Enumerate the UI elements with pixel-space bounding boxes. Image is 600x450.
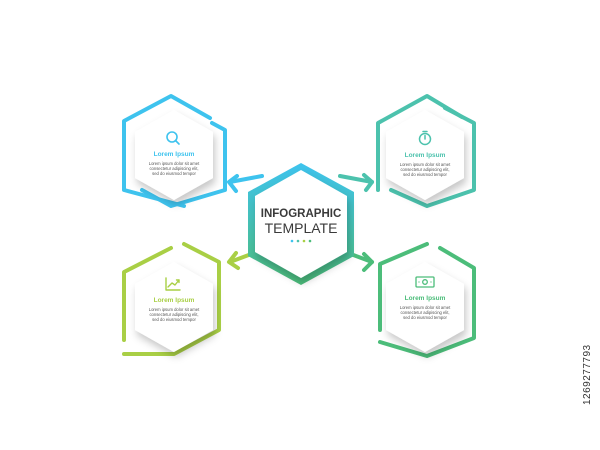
item-text-line1: Lorem ipsum dolor sit amet bbox=[149, 161, 200, 166]
arrow-head-icon bbox=[227, 174, 239, 193]
center-title-line1: INFOGRAPHIC bbox=[261, 208, 342, 220]
outline-open-left bbox=[122, 242, 221, 356]
item-text-line3: sed do eiusmod tempor bbox=[152, 317, 196, 322]
connector-top-right bbox=[338, 173, 374, 192]
arrow-head-icon bbox=[362, 173, 374, 192]
item-text-line3: sed do eiusmod tempor bbox=[403, 172, 447, 177]
connector-top-left bbox=[227, 174, 264, 193]
item-text-line3: sed do eiusmod tempor bbox=[152, 171, 196, 176]
item-title: Lorem Ipsum bbox=[405, 295, 446, 302]
item-text-line2: consectetur adipiscing elit, bbox=[149, 166, 198, 171]
item-bottom-right: Lorem Ipsum Lorem ipsum dolor sit amet c… bbox=[378, 242, 476, 358]
banknote-icon bbox=[415, 276, 435, 288]
item-top-left: Lorem Ipsum Lorem ipsum dolor sit amet c… bbox=[122, 94, 227, 208]
item-title: Lorem Ipsum bbox=[405, 152, 446, 159]
item-title: Lorem Ipsum bbox=[154, 297, 195, 304]
arrow-head-icon bbox=[362, 252, 374, 272]
item-text-line2: consectetur adipiscing elit, bbox=[149, 312, 198, 317]
item-title: Lorem Ipsum bbox=[154, 151, 195, 158]
arrow-head-icon bbox=[227, 251, 240, 270]
item-bottom-left: Lorem Ipsum Lorem ipsum dolor sit amet c… bbox=[122, 242, 221, 356]
center-hexagon: INFOGRAPHIC TEMPLATE bbox=[248, 163, 354, 285]
outline-open-right bbox=[122, 246, 173, 342]
item-top-right: Lorem Ipsum Lorem ipsum dolor sit amet c… bbox=[376, 94, 476, 208]
outline-open-left bbox=[389, 106, 476, 208]
item-card bbox=[135, 262, 213, 352]
item-text-line2: consectetur adipiscing elit, bbox=[400, 167, 449, 172]
outline-open-left bbox=[122, 94, 212, 208]
item-card bbox=[386, 110, 464, 200]
item-card bbox=[386, 262, 464, 352]
stopwatch-icon bbox=[418, 130, 432, 146]
center-title-line2: TEMPLATE bbox=[265, 220, 338, 236]
magnifier-icon bbox=[166, 131, 180, 145]
outline-open-right bbox=[378, 242, 429, 332]
growth-chart-icon bbox=[165, 277, 181, 291]
item-text-line1: Lorem ipsum dolor sit amet bbox=[149, 307, 200, 312]
item-text-line1: Lorem ipsum dolor sit amet bbox=[400, 305, 451, 310]
item-card bbox=[135, 110, 213, 200]
stock-id-label: 1269277793 bbox=[582, 344, 593, 406]
item-text-line3: sed do eiusmod tempor bbox=[403, 315, 447, 320]
decorative-dots bbox=[290, 239, 312, 243]
outline-open-left bbox=[378, 246, 476, 358]
item-text-line2: consectetur adipiscing elit, bbox=[400, 310, 449, 315]
item-text-line1: Lorem ipsum dolor sit amet bbox=[400, 162, 451, 167]
